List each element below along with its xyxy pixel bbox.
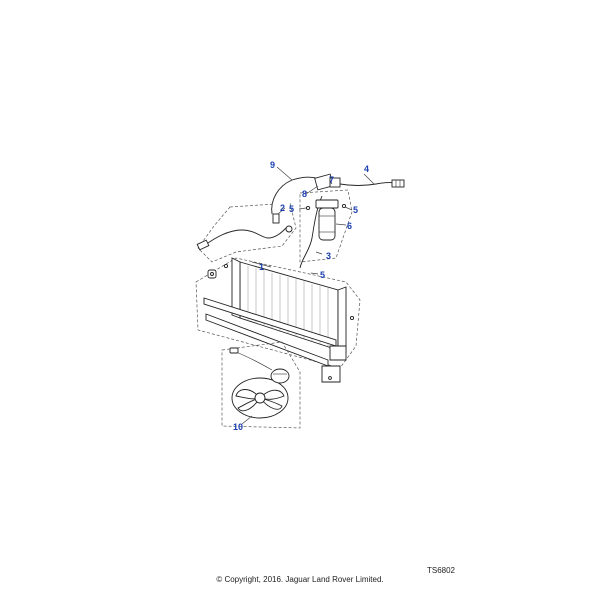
callout-3: 3	[326, 251, 331, 261]
drawing-reference: TS6802	[426, 566, 455, 575]
copyright-notice: © Copyright, 2016. Jaguar Land Rover Lim…	[216, 575, 384, 584]
hose-assembly	[196, 173, 405, 269]
receiver-drier	[305, 199, 347, 241]
callout-9: 9	[270, 160, 275, 170]
callout-5-left: 5	[289, 204, 294, 214]
support-rails	[203, 297, 347, 383]
cooling-fan-assembly	[221, 341, 301, 429]
callout-2: 2	[280, 203, 285, 213]
leader-lines	[241, 166, 375, 425]
callout-5-right: 5	[353, 205, 358, 215]
condenser	[195, 257, 361, 369]
callout-4: 4	[364, 164, 369, 174]
callout-6: 6	[347, 221, 352, 231]
callout-7: 7	[329, 175, 334, 185]
callout-5-lower: 5	[320, 270, 325, 280]
callouts: 9 2 1 3 4 5 5 5 6 7 8 10	[233, 160, 369, 432]
callout-10: 10	[233, 422, 243, 432]
callout-8: 8	[302, 189, 307, 199]
callout-1: 1	[259, 262, 264, 272]
